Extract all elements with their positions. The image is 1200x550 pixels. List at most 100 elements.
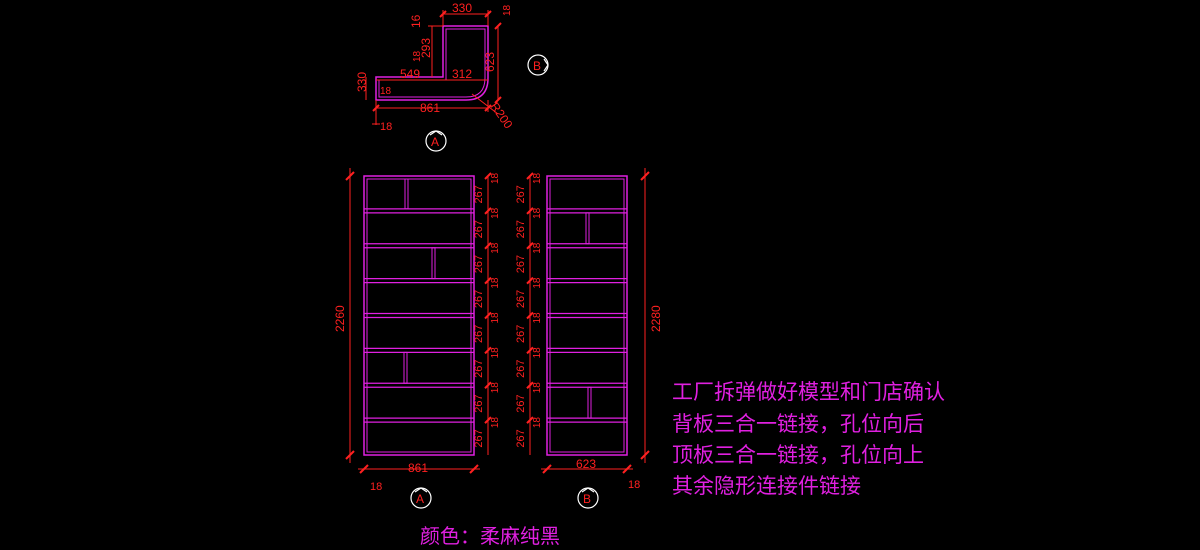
plan-dim: 18 <box>380 86 392 97</box>
cabinet-outline <box>363 175 475 456</box>
dimension-tick <box>526 416 534 424</box>
shelf-gap-label: 267 <box>473 290 485 308</box>
dimension-tick <box>526 346 534 355</box>
plan-dim: R200 <box>488 100 516 132</box>
elevation-b-offset-label: 18 <box>628 479 640 491</box>
dimension-tick <box>484 276 492 285</box>
dimension-tick <box>526 172 534 180</box>
shelf-gap-label: 267 <box>473 325 485 343</box>
shelf-gap-label: 267 <box>515 185 527 203</box>
shelf-gap-label: 267 <box>473 394 485 412</box>
elevation-b-marker: B <box>577 487 599 509</box>
panel-thickness-label: 18 <box>532 382 543 394</box>
panel-thickness-label: 18 <box>490 382 501 394</box>
plan-dim: 623 <box>483 52 497 72</box>
panel-thickness-label: 18 <box>490 277 501 289</box>
panel-thickness-label: 18 <box>490 207 501 219</box>
dimension-tick <box>484 311 492 320</box>
shelf-gap-label: 267 <box>515 325 527 343</box>
cabinet-outline <box>546 175 628 456</box>
vertical-divider <box>585 212 590 245</box>
dimension-tick <box>469 464 479 474</box>
dimension-tick <box>526 311 534 320</box>
plan-outline <box>375 25 489 101</box>
shelf-gap-label: 267 <box>473 429 485 447</box>
elevation-a: 267 18 267 18 267 18 267 18 267 18 267 18 267 18 267 18 <box>345 168 501 474</box>
vertical-divider <box>587 386 592 419</box>
elevation-a-offset-label: 18 <box>370 481 382 493</box>
dimension-tick <box>640 450 650 460</box>
cabinet-inner-outline <box>366 178 472 453</box>
plan-dim: 293 <box>419 38 433 58</box>
panel-thickness-label: 18 <box>532 347 543 359</box>
plan-marker-b: B <box>527 54 549 76</box>
plan-dim: 861 <box>420 101 440 115</box>
dimension-tick <box>484 346 492 355</box>
dimension-tick <box>484 207 492 215</box>
shelf-gap-label: 267 <box>515 429 527 447</box>
shelf-gap-label: 267 <box>515 359 527 377</box>
shelf-gap-label: 267 <box>473 255 485 273</box>
dimension-tick <box>484 416 492 424</box>
vertical-divider <box>404 178 409 210</box>
shelf-gap-label: 267 <box>515 394 527 412</box>
elevation-a-marker: A <box>410 487 432 509</box>
panel-thickness-label: 18 <box>490 242 501 254</box>
marker-label: A <box>416 492 424 506</box>
plan-view <box>365 10 502 125</box>
shelf-gap-label: 267 <box>473 185 485 203</box>
panel-thickness-label: 18 <box>532 277 543 289</box>
elevation-a-width-label: 861 <box>408 461 428 475</box>
plan-dim: 16 <box>409 14 423 28</box>
elevation-b-height-label: 2280 <box>649 305 663 332</box>
marker-label: A <box>431 135 439 149</box>
plan-marker-a: A <box>425 130 447 152</box>
plan-dim: 18 <box>412 50 423 62</box>
panel-thickness-label: 18 <box>490 312 501 324</box>
panel-thickness-label: 18 <box>532 172 543 184</box>
dimension-tick <box>345 450 355 460</box>
plan-dim: 18 <box>380 121 392 133</box>
elevation-a-height-label: 2260 <box>333 305 347 332</box>
panel-thickness-label: 18 <box>490 172 501 184</box>
plan-dim: 330 <box>452 1 472 15</box>
plan-dim: 549 <box>400 67 420 81</box>
marker-label: B <box>533 59 541 73</box>
dimension-tick <box>484 381 492 389</box>
panel-thickness-label: 18 <box>490 417 501 429</box>
panel-thickness-label: 18 <box>532 207 543 219</box>
dimension-tick <box>484 172 492 180</box>
cabinet-inner-outline <box>549 178 625 453</box>
dimension-tick <box>526 381 534 389</box>
dimension-tick <box>359 464 369 474</box>
note-line: 背板三合一链接，孔位向后 <box>672 412 924 436</box>
elevation-b-width-label: 623 <box>576 457 596 471</box>
vertical-divider <box>403 351 408 384</box>
dimension-tick <box>622 464 632 474</box>
dimension-tick <box>640 171 650 181</box>
note-line: 其余隐形连接件链接 <box>672 474 861 498</box>
plan-inner-outline <box>378 28 486 98</box>
note-line: 顶板三合一链接，孔位向上 <box>672 443 924 467</box>
dimension-tick <box>526 207 534 215</box>
plan-dim: 330 <box>355 72 369 92</box>
dimension-tick <box>526 242 534 250</box>
shelf-gap-label: 267 <box>473 220 485 238</box>
shelf-gap-label: 267 <box>515 290 527 308</box>
plan-dim: 18 <box>502 4 513 16</box>
dimension-tick <box>484 242 492 250</box>
shelf-gap-label: 267 <box>515 220 527 238</box>
color-note: 颜色：柔麻纯黑 <box>420 524 560 548</box>
shelf-gap-label: 267 <box>473 359 485 377</box>
vertical-divider <box>431 247 436 280</box>
dimension-tick <box>345 171 355 181</box>
plan-dim: 312 <box>452 67 472 81</box>
panel-thickness-label: 18 <box>490 347 501 359</box>
marker-label: B <box>583 492 591 506</box>
panel-thickness-label: 18 <box>532 312 543 324</box>
plan-dimension-labels: 330 16 18 293 18 623 330 549 312 18 861 … <box>355 1 516 133</box>
dimension-tick <box>526 276 534 285</box>
dimension-tick <box>542 464 552 474</box>
